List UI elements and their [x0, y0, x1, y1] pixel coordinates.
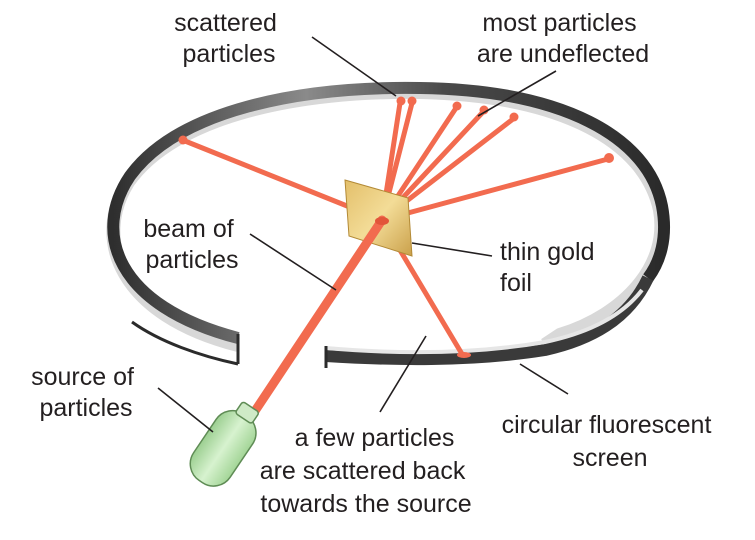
undeflected-label-line-1: most particles — [482, 9, 636, 37]
scattered-particles-label: scattered particles — [174, 9, 284, 68]
source-label: source of particles — [31, 363, 141, 422]
back-scatter-leader-line — [379, 335, 427, 413]
beam-label-line-1: beam of — [143, 215, 233, 243]
screen-left-bottom-edge — [131, 320, 239, 366]
beam-label-line-2: particles — [145, 246, 238, 274]
foil-leader-line — [411, 242, 493, 257]
hit-mark — [396, 96, 406, 106]
screen-back-band — [107, 81, 671, 344]
undeflected-leader-line — [477, 70, 557, 117]
source-leader-line — [157, 387, 214, 433]
hit-mark — [457, 352, 471, 358]
hit-mark — [479, 105, 489, 115]
hit-mark — [407, 96, 417, 106]
hit-mark — [178, 135, 188, 145]
beam-label: beam of particles — [143, 215, 240, 274]
leader-lines — [157, 36, 569, 433]
foil-impact-point — [375, 217, 389, 225]
scattered-leader-line — [311, 36, 397, 97]
fluorescent-screen — [106, 81, 671, 368]
undeflected-particles-label: most particles are undeflected — [477, 9, 649, 68]
particle-beam — [248, 215, 387, 419]
particle-source — [189, 401, 259, 487]
scattered-label-line-2: particles — [182, 40, 275, 68]
screen-label-line-1: circular fluorescent — [502, 411, 712, 439]
gold-foil-label: thin gold foil — [500, 238, 601, 297]
screen-leader-line — [519, 363, 569, 395]
beam-leader-line — [249, 233, 337, 291]
hit-mark — [604, 153, 614, 163]
back-scatter-label-line-3: towards the source — [260, 490, 471, 518]
screen-label-line-2: screen — [572, 444, 647, 472]
source-label-line-1: source of — [31, 363, 134, 391]
scattered-ray-right — [379, 156, 611, 223]
hit-mark — [509, 112, 519, 122]
screen-label: circular fluorescent screen — [502, 411, 719, 472]
back-scatter-label: a few particles are scattered back towar… — [260, 424, 473, 518]
screen-front-band — [325, 275, 654, 366]
back-scatter-label-line-2: are scattered back — [260, 457, 466, 485]
undeflected-label-line-2: are undeflected — [477, 40, 649, 68]
source-label-line-2: particles — [39, 394, 132, 422]
foil-label-line-2: foil — [500, 269, 532, 297]
back-scatter-label-line-1: a few particles — [295, 424, 455, 452]
screen-front-lip — [325, 288, 644, 355]
scattered-label-line-1: scattered — [174, 9, 277, 37]
hit-mark — [452, 101, 462, 111]
foil-label-line-1: thin gold — [500, 238, 595, 266]
